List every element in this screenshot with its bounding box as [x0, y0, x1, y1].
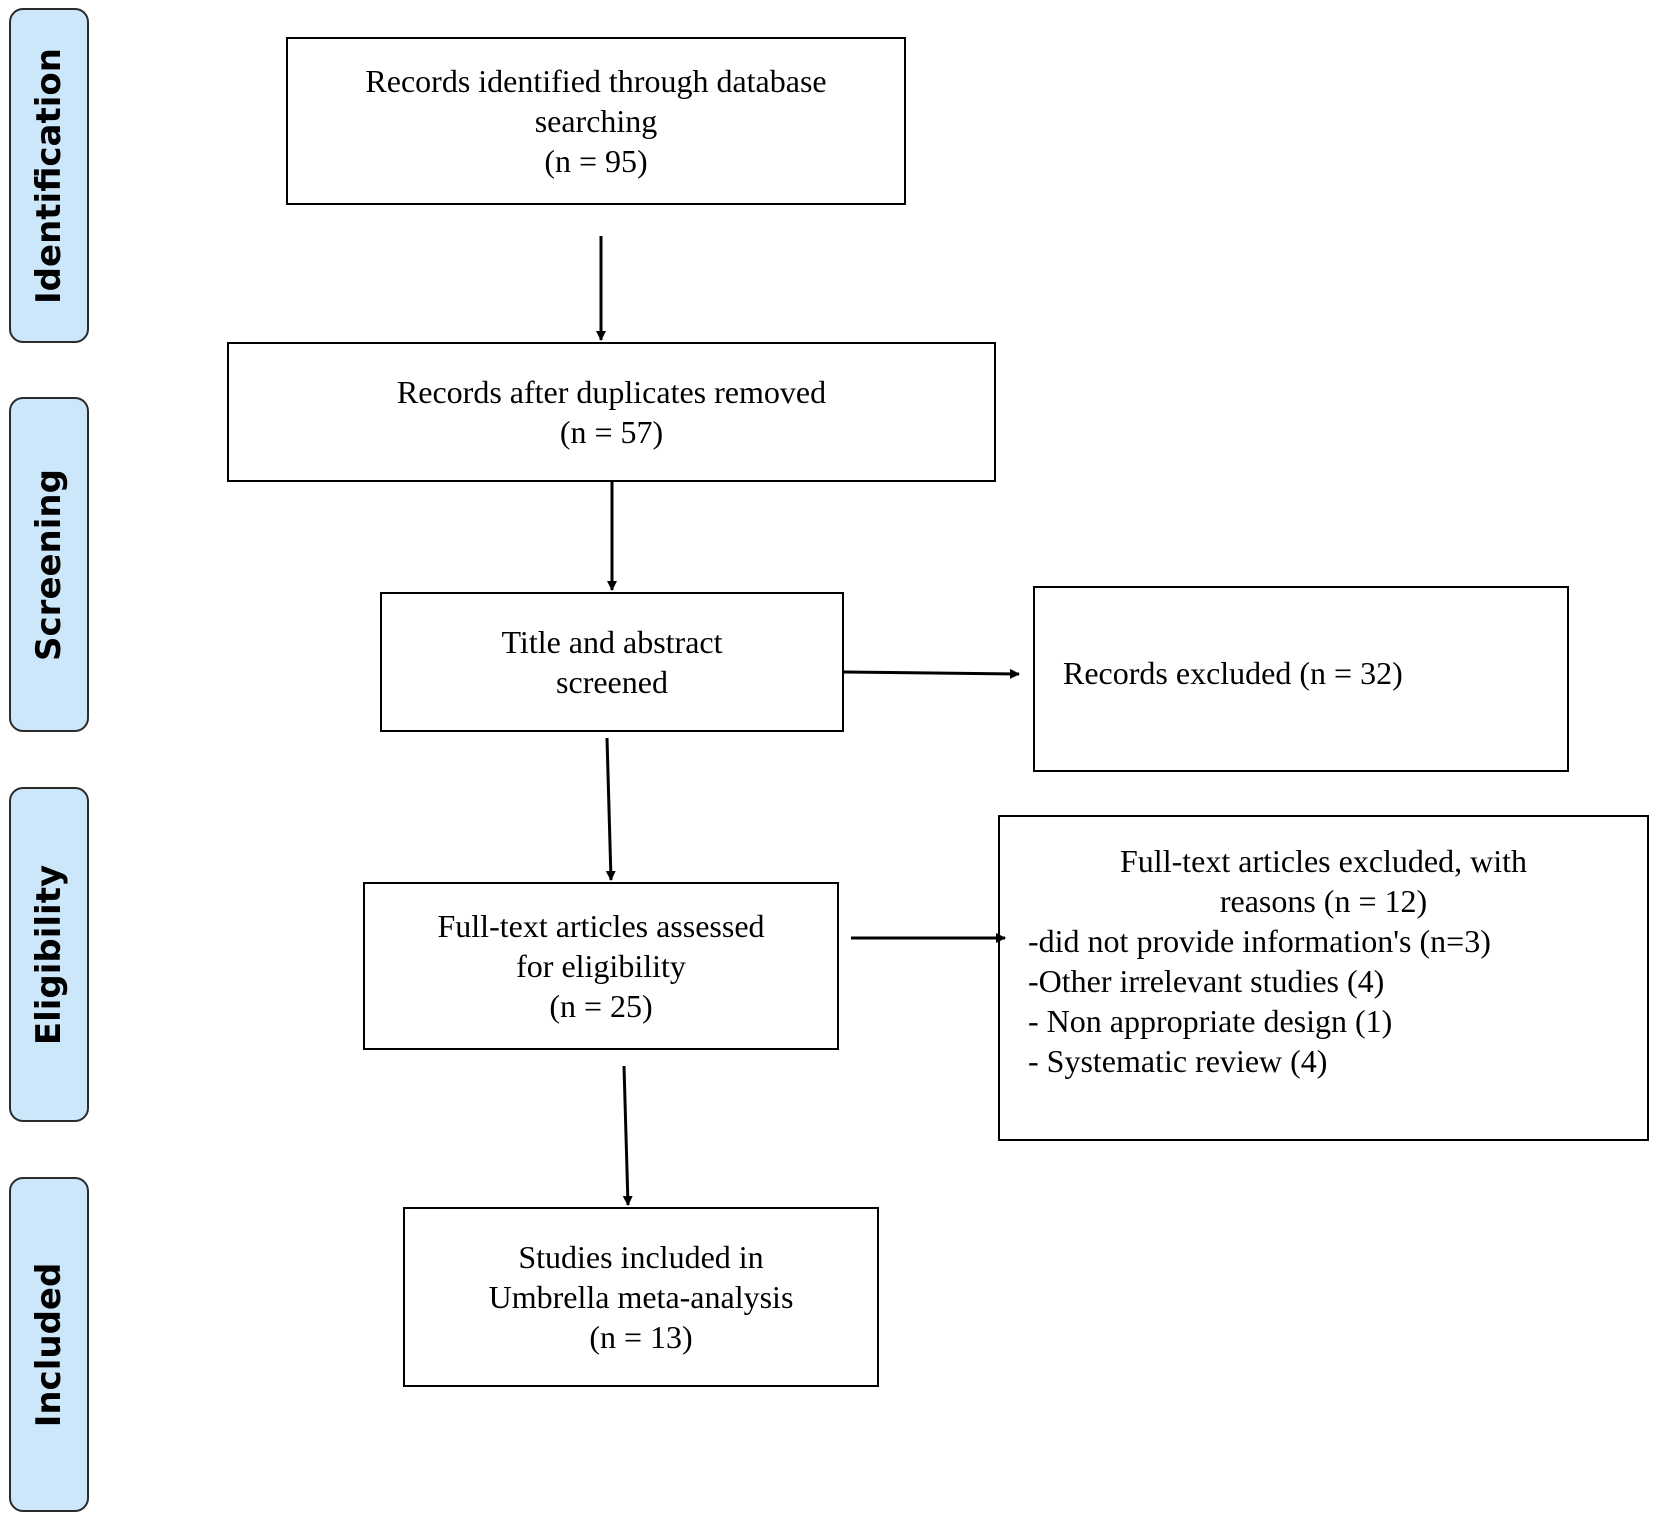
full-text-excluded-line2: reasons (n = 12)	[1219, 883, 1428, 919]
arrow-screened-to-excluded	[843, 668, 1020, 679]
phase-identification: Identification	[9, 8, 89, 343]
duplicates-removed-box: Records after duplicates removed (n = 57…	[227, 342, 996, 482]
full-text-assessed-line1: Full-text articles assessed	[437, 908, 765, 944]
duplicates-removed-count: (n = 57)	[559, 414, 664, 450]
records-identified-line2: searching	[534, 103, 658, 139]
phase-included: Included	[9, 1177, 89, 1512]
duplicates-removed-line1: Records after duplicates removed	[396, 374, 827, 410]
studies-included-line2: Umbrella meta-analysis	[488, 1279, 794, 1315]
exclusion-reason: - Non appropriate design (1)	[1028, 1003, 1393, 1039]
title-abstract-screened-box: Title and abstract screened	[380, 592, 844, 732]
full-text-excluded-line1: Full-text articles excluded, with	[1120, 843, 1527, 879]
full-text-assessed-line2: for eligibility	[516, 948, 686, 984]
phase-eligibility: Eligibility	[9, 787, 89, 1122]
exclusion-reason: -did not provide information's (n=3)	[1028, 923, 1491, 959]
exclusion-reason: -Other irrelevant studies (4)	[1028, 963, 1385, 999]
records-identified-box: Records identified through database sear…	[286, 37, 906, 205]
records-excluded-box: Records excluded (n = 32)	[1033, 586, 1569, 772]
full-text-assessed-box: Full-text articles assessed for eligibil…	[363, 882, 839, 1050]
exclusion-reasons-list: -did not provide information's (n=3) -Ot…	[1000, 921, 1647, 1081]
studies-included-line1: Studies included in	[518, 1239, 764, 1275]
records-identified-line1: Records identified through database	[365, 63, 827, 99]
arrow-screened-to-fulltext	[605, 737, 616, 881]
full-text-excluded-box: Full-text articles excluded, with reason…	[998, 815, 1649, 1141]
phase-screening: Screening	[9, 397, 89, 732]
records-identified-count: (n = 95)	[544, 143, 648, 179]
studies-included-count: (n = 13)	[589, 1319, 693, 1355]
screened-line2: screened	[556, 664, 668, 700]
records-excluded-text: Records excluded (n = 32)	[1063, 655, 1403, 691]
full-text-assessed-count: (n = 25)	[549, 988, 653, 1024]
exclusion-reason: - Systematic review (4)	[1028, 1043, 1328, 1079]
arrow-fulltext-to-included	[622, 1065, 633, 1206]
studies-included-box: Studies included in Umbrella meta-analys…	[403, 1207, 879, 1387]
screened-line1: Title and abstract	[501, 624, 723, 660]
